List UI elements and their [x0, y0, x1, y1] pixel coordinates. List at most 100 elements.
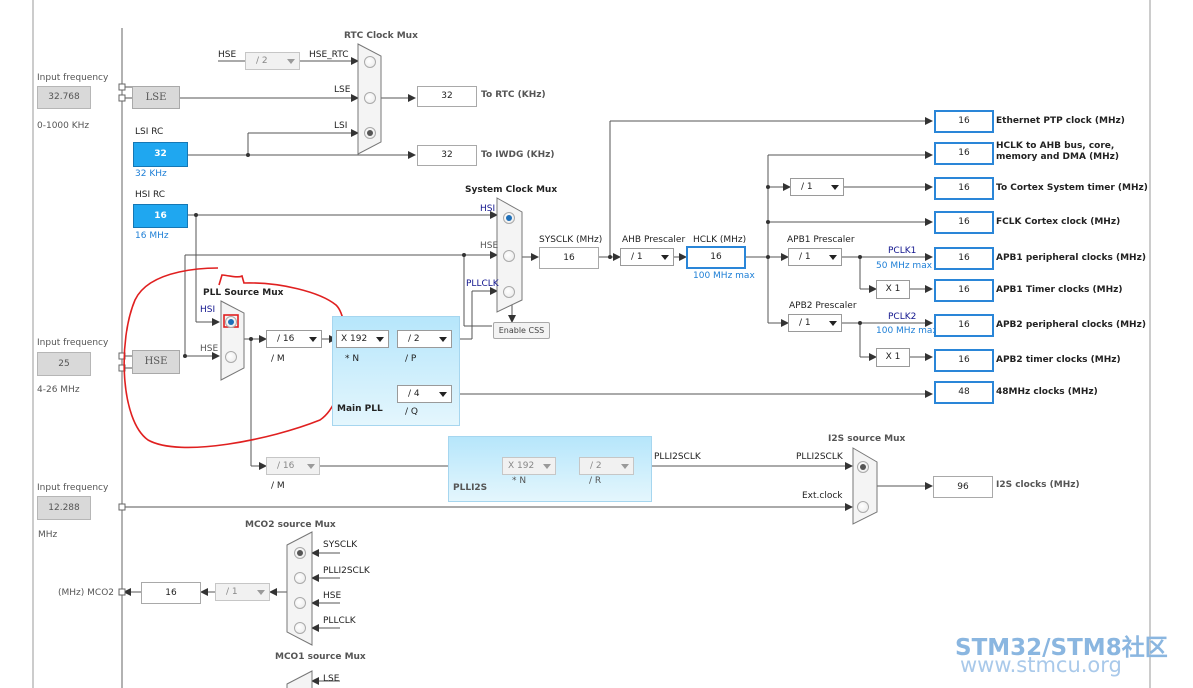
lsi-sub: 32 KHz	[135, 169, 167, 179]
pll-source-hsi-label: HSI	[200, 305, 216, 315]
mco2-radio-sysclk[interactable]	[294, 547, 306, 559]
mco2-input-pllclk: PLLCLK	[323, 616, 356, 626]
i2s-clock-value[interactable]: 96	[933, 476, 993, 498]
to-iwdg-value: 32	[417, 145, 477, 166]
lse-range: 0-1000 KHz	[37, 121, 90, 131]
ethernet-ptp-value[interactable]: 16	[934, 110, 994, 133]
hclk-max: 100 MHz max	[693, 271, 755, 281]
rtc-hse-label: HSE	[218, 50, 237, 60]
ext-frequency-input[interactable]: 12.288	[37, 496, 91, 520]
hsi-rc-block[interactable]: 16	[133, 204, 188, 228]
apb1-timer-label: APB1 Timer clocks (MHz)	[996, 285, 1123, 295]
pll-m-select[interactable]: / 16	[266, 330, 322, 348]
pclk2-label: PCLK2	[888, 312, 917, 322]
sysclk-value[interactable]: 16	[539, 247, 599, 269]
plli2s-r-label: / R	[589, 476, 602, 486]
plli2s-out-label: PLLI2SCLK	[654, 452, 701, 462]
lse-input-frequency-label: Input frequency	[37, 73, 109, 83]
hse-oscillator[interactable]: HSE	[132, 350, 180, 374]
rtc-lsi-label: LSI	[334, 121, 348, 131]
sysclk-label: SYSCLK (MHz)	[539, 235, 603, 245]
hclk-label: HCLK (MHz)	[693, 235, 747, 245]
sysmux-radio-pllclk[interactable]	[503, 286, 515, 298]
watermark-logo-text: STM32/STM8社区	[955, 635, 1168, 661]
cortex-timer-div-select[interactable]: / 1	[790, 178, 844, 196]
apb1-timer-value[interactable]: 16	[934, 279, 994, 302]
apb1-prescaler-select[interactable]: / 1	[788, 248, 842, 266]
pll-m-label: / M	[271, 354, 285, 364]
hclk-value[interactable]: 16	[686, 246, 746, 269]
ext-input-frequency-label: Input frequency	[37, 483, 109, 493]
plli2s-m-select[interactable]: / 16	[266, 457, 320, 475]
i2s-mux-radio-ext[interactable]	[857, 501, 869, 513]
apb1-max: 50 MHz max	[876, 261, 933, 271]
pclk1-label: PCLK1	[888, 246, 917, 256]
mco2-input-sysclk: SYSCLK	[323, 540, 358, 550]
lse-frequency-input[interactable]: 32.768	[37, 86, 91, 109]
mco2-out-label: (MHz) MCO2	[58, 588, 114, 598]
apb2-peripheral-value[interactable]: 16	[934, 314, 994, 337]
pll-source-radio-hse[interactable]	[225, 351, 237, 363]
enable-css-button[interactable]: Enable CSS	[493, 322, 550, 339]
mco2-radio-pllclk[interactable]	[294, 622, 306, 634]
pll-source-radio-hsi[interactable]	[225, 316, 237, 328]
plli2s-n-label: * N	[512, 476, 527, 486]
mco1-mux-title: MCO1 source Mux	[275, 652, 366, 662]
mco2-radio-hse[interactable]	[294, 597, 306, 609]
apb2-prescaler-select[interactable]: / 1	[788, 314, 842, 332]
apb2-peripheral-label: APB2 peripheral clocks (MHz)	[996, 320, 1146, 330]
rtc-mux-radio-hse[interactable]	[364, 56, 376, 68]
hse-range: 4-26 MHz	[37, 385, 80, 395]
clock-48mhz-label: 48MHz clocks (MHz)	[996, 387, 1098, 397]
pll-p-label: / P	[405, 354, 417, 364]
hsi-sub: 16 MHz	[135, 231, 169, 241]
plli2s-r-select[interactable]: / 2	[579, 457, 634, 475]
clock-48mhz-value[interactable]: 48	[934, 381, 994, 404]
pll-q-select[interactable]: / 4	[397, 385, 452, 403]
to-rtc-label: To RTC (KHz)	[481, 90, 546, 100]
lse-oscillator[interactable]: LSE	[132, 86, 180, 109]
cortex-timer-value[interactable]: 16	[934, 177, 994, 200]
fclk-value[interactable]: 16	[934, 211, 994, 234]
apb2-timer-value[interactable]: 16	[934, 349, 994, 372]
apb2-prescaler-label: APB2 Prescaler	[789, 301, 857, 311]
i2s-ext-label: Ext.clock	[802, 491, 843, 501]
pll-p-select[interactable]: / 2	[397, 330, 452, 348]
mco2-value[interactable]: 16	[141, 582, 201, 604]
mco2-radio-plli2sclk[interactable]	[294, 572, 306, 584]
apb2-timer-mul: X 1	[876, 348, 910, 367]
plli2s-n-select[interactable]: X 192	[502, 457, 556, 475]
rtc-mux-radio-lsi[interactable]	[364, 127, 376, 139]
apb1-timer-mul: X 1	[876, 280, 910, 299]
ahb-prescaler-label: AHB Prescaler	[622, 235, 686, 245]
pll-n-select[interactable]: X 192	[336, 330, 389, 348]
sysmux-radio-hsi[interactable]	[503, 212, 515, 224]
apb1-peripheral-value[interactable]: 16	[934, 247, 994, 270]
to-iwdg-label: To IWDG (KHz)	[481, 150, 555, 160]
lsi-title: LSI RC	[135, 127, 164, 137]
mco2-div-select[interactable]: / 1	[215, 583, 270, 601]
ahb-prescaler-select[interactable]: / 1	[620, 248, 674, 266]
apb2-max: 100 MHz max	[876, 326, 938, 336]
lsi-rc-block[interactable]: 32	[133, 142, 188, 167]
annotation-red-circle	[123, 267, 347, 449]
hclk-ahb-label: HCLK to AHB bus, core,	[996, 141, 1115, 151]
hse-frequency-input[interactable]: 25	[37, 352, 91, 376]
i2s-mux-radio-plli2s[interactable]	[857, 461, 869, 473]
i2s-mux-title: I2S source Mux	[828, 434, 906, 444]
rtc-hse-rtc-label: HSE_RTC	[309, 50, 349, 60]
sysmux-radio-hse[interactable]	[503, 250, 515, 262]
pll-q-label: / Q	[405, 407, 418, 417]
hclk-ahb-value[interactable]: 16	[934, 142, 994, 165]
fclk-label: FCLK Cortex clock (MHz)	[996, 217, 1121, 227]
to-rtc-value: 32	[417, 86, 477, 107]
rtc-mux-radio-lse[interactable]	[364, 92, 376, 104]
mco2-mux-title: MCO2 source Mux	[245, 520, 336, 530]
rtc-hse-div-select[interactable]: / 2	[245, 52, 300, 70]
pll-source-hse-label: HSE	[200, 344, 219, 354]
sysmux-hsi-label: HSI	[480, 204, 496, 214]
hclk-ahb-label-line2: memory and DMA (MHz)	[996, 152, 1120, 162]
main-pll-title: Main PLL	[337, 404, 383, 414]
hsi-title: HSI RC	[135, 190, 166, 200]
rtc-lse-label: LSE	[334, 85, 351, 95]
